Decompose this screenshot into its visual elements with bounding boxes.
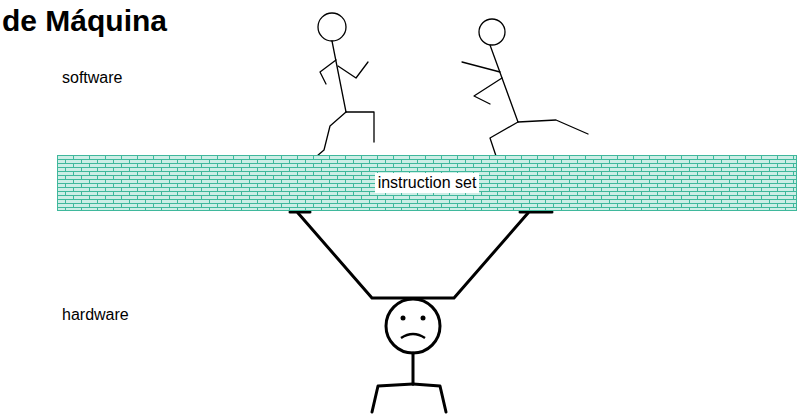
layer-label: software [62, 68, 122, 88]
band-label: instruction set [375, 173, 480, 193]
slide-title: de Máquina [2, 4, 167, 38]
layer-label: hardware [62, 305, 129, 325]
instruction-band: instruction set [57, 155, 797, 211]
